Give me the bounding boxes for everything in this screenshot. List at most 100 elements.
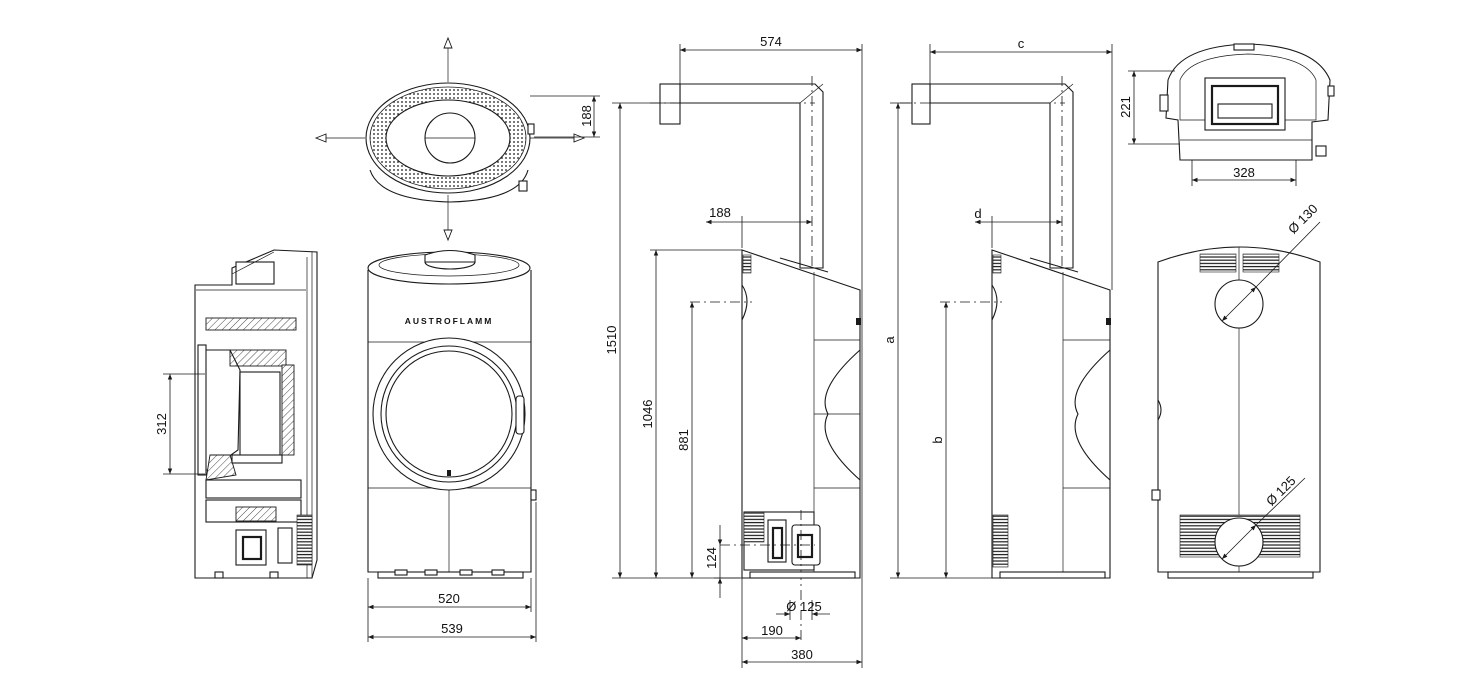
front-top-cap-dome: [424, 249, 476, 263]
generic-flue-end: [911, 83, 931, 125]
arrow-left-icon: [314, 133, 327, 143]
generic-knob: [1106, 318, 1111, 325]
rear-base: [1167, 571, 1314, 579]
top-view-base-outline: [369, 169, 529, 203]
section-view: 312: [154, 249, 318, 579]
section-roof: [231, 251, 275, 275]
section-back-brick: [281, 364, 295, 456]
dim-label-328: 328: [1233, 165, 1255, 180]
generic-top-vent: [992, 254, 1002, 274]
rear-top-firebox-inner: [1210, 84, 1280, 126]
dim-label-a: a: [882, 336, 897, 344]
top-view-handle: [527, 123, 535, 135]
section-foot: [214, 571, 224, 579]
side-view: 574 188 1510 1046 881 124 Ø 125 190: [604, 34, 863, 668]
dim-label-1510: 1510: [604, 326, 619, 355]
side-flue-elbow: [799, 83, 824, 104]
front-foot: [459, 569, 473, 576]
dim-label-d: d: [974, 206, 981, 221]
dim-label-380: 380: [791, 647, 813, 662]
dim-label-top-188: 188: [579, 105, 594, 127]
rear-top-grill-left: [1199, 253, 1237, 273]
top-view: 188: [314, 36, 600, 242]
section-air-box-inner: [241, 535, 263, 561]
rear-top-knob: [1315, 145, 1327, 157]
side-body-outline: [741, 249, 861, 579]
side-air-connector-inner: [796, 533, 814, 559]
dim-label-1046: 1046: [640, 400, 655, 429]
dim-label-188-side: 188: [709, 205, 731, 220]
dim-line-d125-rear: [1221, 524, 1257, 560]
dim-label-221: 221: [1118, 96, 1133, 118]
rear-top-grate: [1217, 103, 1273, 119]
side-flue-bulge: [741, 284, 748, 321]
section-baffle-2: [229, 349, 287, 367]
section-top-block: [235, 261, 275, 285]
front-knob: [530, 489, 537, 501]
dim-label-b: b: [930, 436, 945, 443]
front-foot: [394, 569, 408, 576]
generic-top-plate: [1029, 257, 1079, 273]
rear-knob: [1151, 489, 1161, 501]
front-base: [377, 571, 524, 579]
section-baffle: [205, 317, 297, 331]
dim-label-124: 124: [704, 547, 719, 569]
section-firebox-front: [206, 349, 241, 471]
dim-label-312: 312: [154, 413, 169, 435]
section-lower-hatch: [235, 506, 277, 522]
dim-leader-d125: [1255, 477, 1306, 526]
generic-flue-elbow: [1049, 83, 1074, 104]
generic-door-curve: [1074, 349, 1111, 481]
rear-top-inner: [1179, 53, 1317, 121]
dim-leader-d130: [1255, 221, 1321, 288]
section-firebox: [239, 371, 281, 461]
side-knob: [856, 318, 861, 325]
rear-body-outline: [1157, 246, 1321, 573]
section-rear-grill: [296, 514, 313, 566]
dim-label-574: 574: [760, 34, 782, 49]
generic-flue-bulge: [991, 284, 998, 321]
generic-flue-pipe: [929, 83, 1074, 269]
side-top-vent: [742, 254, 752, 274]
section-grate: [231, 454, 283, 464]
arrow-up-icon: [443, 36, 453, 49]
dim-label-520: 520: [438, 591, 460, 606]
front-door-glass: [385, 350, 513, 478]
dim-line-d130: [1221, 286, 1257, 322]
section-leg: [277, 527, 293, 564]
side-view-generic: c d a b: [882, 36, 1113, 579]
rear-top-side-tab: [1327, 85, 1335, 97]
side-air-grill: [743, 511, 765, 543]
section-foot: [269, 571, 279, 579]
dim-label-d130: Ø 130: [1285, 201, 1321, 237]
rear-top-side-tab: [1159, 94, 1169, 112]
section-ashpan: [205, 479, 302, 499]
dim-label-539: 539: [441, 621, 463, 636]
generic-base: [999, 571, 1106, 579]
side-flue-pipe: [679, 83, 824, 269]
dim-label-c: c: [1018, 36, 1025, 51]
side-air-box: [767, 519, 787, 563]
side-base: [749, 571, 856, 579]
front-door-latch: [447, 470, 451, 476]
arrow-right-icon: [573, 133, 586, 143]
front-view: AUSTROFLAMM 520 539: [367, 249, 537, 642]
side-door-curve: [824, 349, 861, 481]
dim-label-d125-rear: Ø 125: [1263, 473, 1299, 509]
door-handle[interactable]: [515, 395, 525, 435]
rear-top-notch: [1233, 43, 1255, 51]
rear-view: Ø 130 Ø 125: [1151, 201, 1321, 579]
brand-logo-text: AUSTROFLAMM: [405, 316, 494, 326]
front-foot: [424, 569, 438, 576]
dim-label-190: 190: [761, 623, 783, 638]
arrow-down-icon: [443, 229, 453, 242]
dim-label-d125-side: Ø 125: [786, 599, 821, 614]
rear-side-bulge: [1157, 399, 1162, 421]
dim-label-881: 881: [676, 429, 691, 451]
rear-top-view: 221 328: [1118, 43, 1335, 186]
rear-top-grill-right: [1242, 253, 1280, 273]
side-air-box-inner: [771, 526, 784, 560]
section-door-glass: [197, 344, 207, 476]
generic-lower-grill: [992, 514, 1009, 568]
